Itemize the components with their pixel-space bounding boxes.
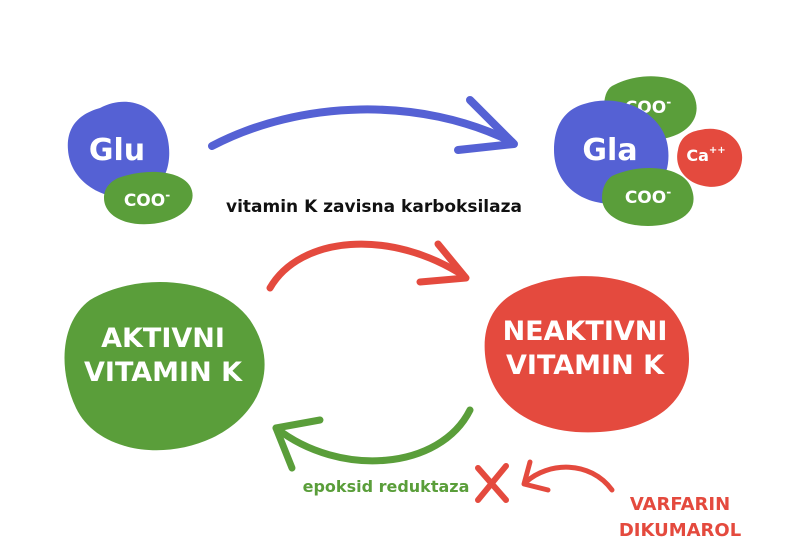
inactive-vitamin-k: NEAKTIVNI VITAMIN K — [484, 276, 690, 433]
gla-molecule: COO- Gla COO- Ca++ — [554, 76, 743, 226]
blue-arrow-head — [454, 96, 518, 154]
gla-coo-bottom-blob — [602, 167, 694, 226]
enzyme-label: vitamin K zavisna karboksilaza — [226, 197, 522, 217]
red-arrow-head — [416, 240, 470, 286]
active-vitamin-k: AKTIVNI VITAMIN K — [64, 281, 265, 451]
gla-label: Gla — [582, 133, 637, 168]
calcium-label: Ca++ — [686, 145, 725, 165]
glu-label: Glu — [89, 133, 145, 168]
blue-arrow-shaft — [208, 105, 516, 150]
inhibitor-arrow-shaft — [523, 464, 615, 493]
glu-coo-label: COO- — [124, 188, 170, 211]
inactive-vitamin-k-blob — [484, 276, 690, 433]
green-arrow-head — [272, 416, 324, 472]
calcium-blob — [677, 128, 743, 187]
inhibitor-line2: DIKUMAROL — [619, 520, 741, 541]
gla-coo-bottom-label: COO- — [625, 185, 671, 208]
inhibitor-line1: VARFARIN — [630, 494, 730, 515]
inhibitor-arrow-head — [521, 459, 551, 493]
active-vitamin-k-line2: VITAMIN K — [84, 357, 243, 388]
glu-molecule: Glu COO- — [67, 101, 193, 225]
active-vitamin-k-blob — [64, 281, 265, 451]
active-vitamin-k-line1: AKTIVNI — [101, 323, 225, 354]
inhibition-x-icon — [475, 463, 509, 503]
inactive-vitamin-k-line2: VITAMIN K — [506, 350, 665, 381]
red-arrow-shaft — [266, 240, 468, 292]
oxidation-arrow — [266, 240, 470, 292]
carboxylation-arrow — [208, 96, 518, 154]
glu-coo-blob — [104, 171, 193, 225]
inhibitor-arrow — [521, 459, 615, 493]
inactive-vitamin-k-line1: NEAKTIVNI — [503, 316, 668, 347]
green-arrow-shaft — [272, 406, 474, 465]
reduction-arrow — [272, 406, 474, 472]
reductase-label: epoksid reduktaza — [303, 477, 470, 496]
